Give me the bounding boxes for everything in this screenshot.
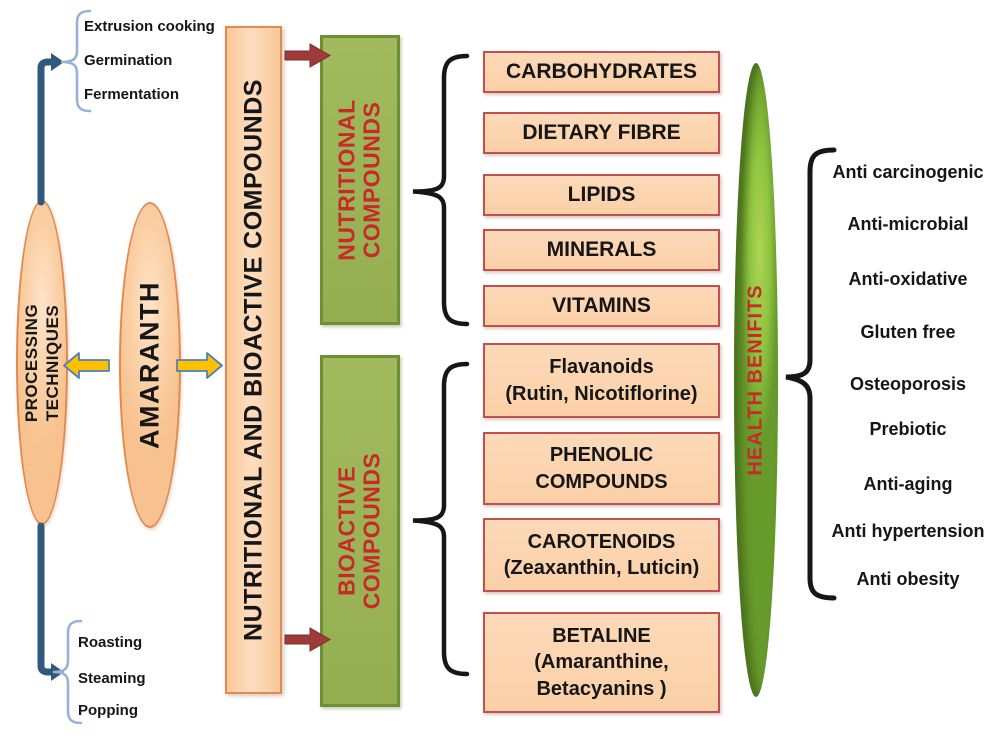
nutritional-brace (412, 53, 470, 327)
compound-box-label: CAROTENOIDS (527, 530, 676, 553)
benefit-anti-hypertension: Anti hypertension (831, 521, 985, 541)
health-benefits-ellipse: HEALTH BENIFITS (734, 63, 778, 697)
compound-box-sublabel: (Rutin, Nicotiflorine) (505, 382, 698, 405)
compounds-column: NUTRITIONAL AND BIOACTIVE COMPOUNDS (225, 26, 282, 694)
compound-box-label: BETALINE (552, 624, 651, 647)
compound-box-sublabel: (Amaranthine, (534, 651, 669, 674)
compound-box-label: PHENOLIC (549, 444, 654, 467)
benefit-prebiotic: Prebiotic (869, 419, 947, 439)
benefit-anti-carcinogenic: Anti carcinogenic (832, 162, 984, 182)
compound-box-dietary-fibre: DIETARY FIBRE (483, 112, 720, 154)
compound-box-label: Flavanoids (549, 356, 654, 379)
benefit-osteoporosis: Osteoporosis (849, 374, 967, 394)
technique-label-steaming: Steaming (78, 670, 146, 687)
benefit-anti-aging: Anti-aging (863, 474, 953, 494)
compound-box-minerals: MINERALS (483, 229, 720, 271)
compounds-column-label: NUTRITIONAL AND BIOACTIVE COMPOUNDS (239, 79, 267, 641)
compound-box-label: LIPIDS (567, 183, 636, 206)
benefit-anti-obesity: Anti obesity (856, 569, 960, 589)
technique-label-popping: Popping (78, 702, 138, 719)
compound-box-sublabel: COMPOUNDS (535, 470, 668, 493)
processing-techniques-label: PROCESSING TECHNIQUES (21, 303, 62, 422)
compound-box-flavanoids: Flavanoids (Rutin, Nicotiflorine) (483, 343, 720, 418)
compound-box-carbohydrates: CARBOHYDRATES (483, 51, 720, 93)
nutritional-compounds-group-box: NUTRITIONAL COMPOUNDS (320, 35, 400, 325)
nutritional-compounds-group-label: NUTRITIONAL COMPOUNDS (333, 99, 385, 261)
compound-box-sublabel: (Zeaxanthin, Luticin) (503, 557, 700, 579)
technique-label-roasting: Roasting (78, 634, 143, 651)
bioactive-brace (412, 361, 470, 677)
compound-box-sublabel: Betacyanins ) (536, 677, 667, 700)
processing-techniques-ellipse: PROCESSING TECHNIQUES (16, 200, 68, 525)
compound-box-vitamins: VITAMINS (483, 285, 720, 327)
benefit-anti-microbial: Anti-microbial (847, 214, 969, 234)
bioactive-compounds-group-label: BIOACTIVE COMPOUNDS (333, 452, 385, 610)
compound-box-betaline: BETALINE (Amaranthine, Betacyanins ) (483, 612, 720, 713)
compound-box-label: CARBOHYDRATES (506, 60, 697, 83)
technique-label-germination: Germination (84, 52, 173, 69)
amaranth-ellipse: AMARANTH (119, 202, 181, 528)
health-benefits-label: HEALTH BENIFITS (744, 284, 767, 476)
compound-box-phenolic-compounds: PHENOLIC COMPOUNDS (483, 432, 720, 505)
up-elbow-arrow (37, 53, 64, 206)
benefit-anti-oxidative: Anti-oxidative (848, 269, 968, 289)
compound-box-lipids: LIPIDS (483, 174, 720, 216)
down-elbow-arrow (37, 522, 64, 681)
left-yellow-arrow (63, 352, 110, 379)
compound-box-label: DIETARY FIBRE (522, 121, 681, 144)
right-yellow-arrow (176, 352, 223, 379)
compound-box-carotenoids: CAROTENOIDS (Zeaxanthin, Luticin) (483, 518, 720, 592)
compound-box-label: MINERALS (546, 238, 657, 261)
compound-box-label: VITAMINS (552, 294, 651, 317)
bioactive-compounds-group-box: BIOACTIVE COMPOUNDS (320, 355, 400, 707)
benefit-gluten-free: Gluten free (860, 322, 956, 342)
technique-label-fermentation: Fermentation (84, 86, 180, 103)
bottom-techniques-bracket (52, 619, 83, 725)
technique-label-extrusion-cooking: Extrusion cooking (84, 18, 215, 35)
amaranth-label: AMARANTH (134, 281, 165, 449)
